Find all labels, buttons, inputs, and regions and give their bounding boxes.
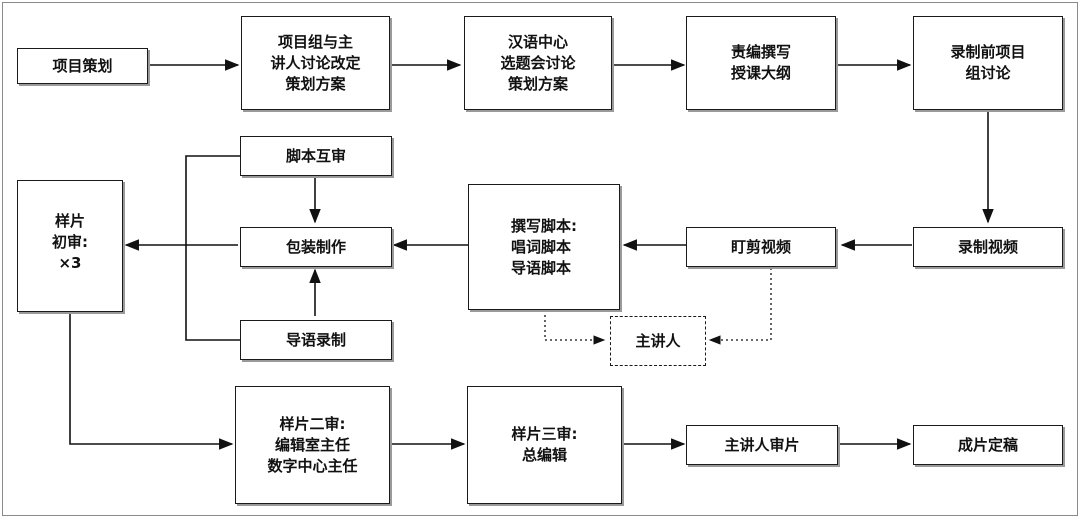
node-packaging: 包装制作 — [240, 227, 392, 267]
node-record-video: 录制视频 — [913, 227, 1063, 267]
dotted-cut-to-presenter — [708, 268, 772, 345]
node-sample-third-review: 样片三审: 总编辑 — [467, 386, 622, 504]
node-write-scripts: 撰写脚本: 唱词脚本 导语脚本 — [468, 184, 620, 310]
dotted-scripts-to-presenter — [544, 310, 606, 345]
node-watch-cut-video: 盯剪视频 — [686, 227, 836, 267]
node-label: 成片定稿 — [957, 435, 1018, 454]
arrow-first-to-second-review — [69, 312, 234, 450]
node-project-planning: 项目策划 — [17, 48, 148, 84]
node-label: 导语录制 — [285, 330, 346, 349]
node-label: 项目策划 — [52, 56, 113, 75]
node-label: 样片二审: 编辑室主任 数字中心主任 — [267, 414, 358, 475]
node-label: 样片 初审: ×3 — [52, 212, 88, 272]
node-label: 样片三审: 总编辑 — [511, 425, 578, 464]
node-editor-outline: 责编撰写 授课大纲 — [686, 16, 836, 110]
node-script-cross-review: 脚本互审 — [240, 136, 392, 176]
node-chinese-center-review: 汉语中心 选题会讨论 策划方案 — [464, 16, 612, 110]
node-presenter-review: 主讲人审片 — [686, 425, 838, 465]
node-intro-recording: 导语录制 — [240, 320, 392, 360]
node-final-version: 成片定稿 — [913, 425, 1063, 465]
node-label: 责编撰写 授课大纲 — [730, 43, 791, 82]
node-sample-first-review: 样片 初审: ×3 — [17, 180, 123, 312]
node-label: 录制视频 — [957, 237, 1018, 256]
bracket-crossreview-intro — [185, 155, 240, 341]
node-label: 主讲人 — [635, 331, 681, 350]
node-label: 主讲人审片 — [724, 435, 800, 454]
node-project-team-discuss: 项目组与主 讲人讨论改定 策划方案 — [241, 16, 390, 110]
node-sample-second-review: 样片二审: 编辑室主任 数字中心主任 — [235, 386, 390, 504]
node-presenter: 主讲人 — [610, 316, 706, 366]
node-label: 包装制作 — [285, 237, 346, 256]
node-pre-record-discuss: 录制前项目 组讨论 — [913, 16, 1063, 110]
node-label: 撰写脚本: 唱词脚本 导语脚本 — [511, 216, 577, 277]
node-label: 脚本互审 — [285, 146, 346, 165]
node-label: 项目组与主 讲人讨论改定 策划方案 — [270, 32, 361, 93]
node-label: 汉语中心 选题会讨论 策划方案 — [500, 32, 576, 93]
node-label: 录制前项目 组讨论 — [950, 43, 1026, 82]
node-label: 盯剪视频 — [730, 237, 791, 256]
